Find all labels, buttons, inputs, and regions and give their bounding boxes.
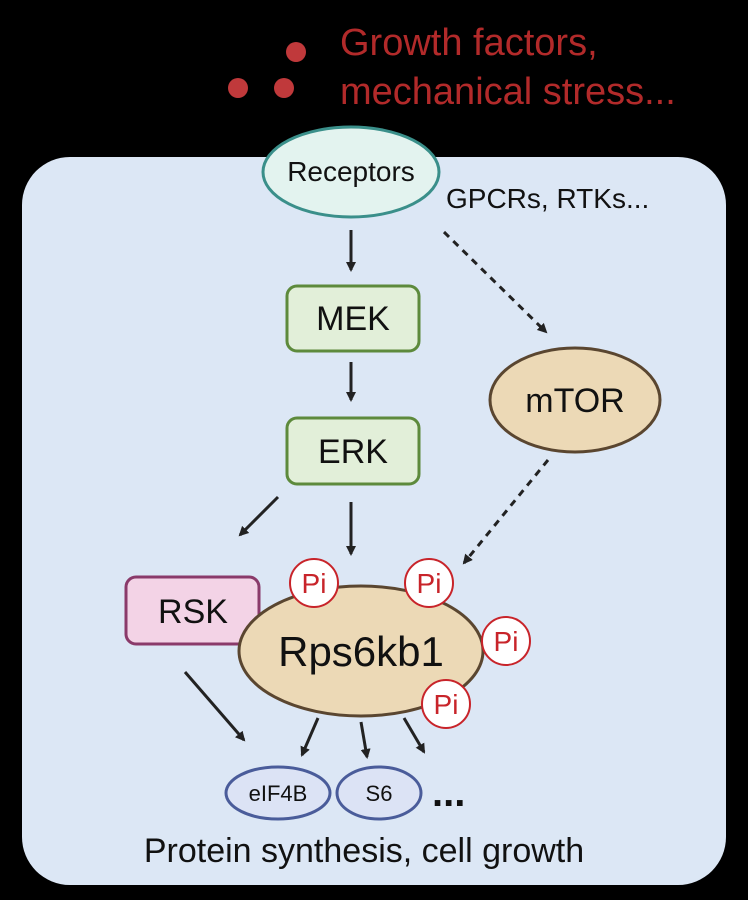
arrow-rps6kb1-eif4b	[300, 717, 320, 757]
stimulus-dot	[228, 78, 248, 98]
s6-node	[335, 765, 423, 821]
mtor-label: mTOR	[525, 382, 624, 420]
stimulus-dots	[228, 42, 306, 98]
phospho-site: Pi	[481, 616, 531, 666]
stimulus-dot	[286, 42, 306, 62]
erk-node	[285, 416, 421, 486]
cell-body	[22, 157, 726, 885]
outcome-label: Protein synthesis, cell growth	[144, 832, 584, 870]
rsk-label: RSK	[158, 593, 228, 631]
phospho-site: Pi	[421, 679, 471, 729]
stimulus-line-1: Growth factors,	[340, 22, 598, 64]
arrow-rps6kb1-more	[402, 717, 426, 754]
phospho-label: Pi	[417, 568, 442, 599]
arrow-mtor-rps6kb1	[462, 459, 550, 565]
arrow-receptors-mtor	[442, 230, 548, 334]
phospho-site: Pi	[289, 558, 339, 608]
eif4b-label: eIF4B	[249, 781, 308, 806]
stimulus-dot	[274, 78, 294, 98]
phospho-site: Pi	[404, 558, 454, 608]
s6-label: S6	[366, 781, 393, 806]
receptors-label: Receptors	[287, 156, 415, 187]
phospho-label: Pi	[434, 689, 459, 720]
more-substrates-label: ...	[432, 771, 465, 815]
arrow-erk-rsk	[238, 495, 280, 537]
stimulus-line-2: mechanical stress...	[340, 71, 676, 113]
rps6kb1-label: Rps6kb1	[278, 628, 444, 675]
arrow-rps6kb1-s6	[359, 721, 371, 759]
receptors-node	[261, 125, 441, 219]
mtor-node	[488, 346, 662, 454]
phospho-label: Pi	[302, 568, 327, 599]
mek-node	[285, 284, 421, 353]
rps6kb1-node	[237, 584, 485, 718]
erk-label: ERK	[318, 433, 388, 471]
mek-label: MEK	[316, 300, 390, 338]
arrow-rsk-eif4b	[183, 671, 246, 742]
phospho-label: Pi	[494, 626, 519, 657]
eif4b-node	[224, 765, 332, 821]
rsk-node	[124, 575, 261, 646]
receptor-types-label: GPCRs, RTKs...	[446, 183, 649, 214]
